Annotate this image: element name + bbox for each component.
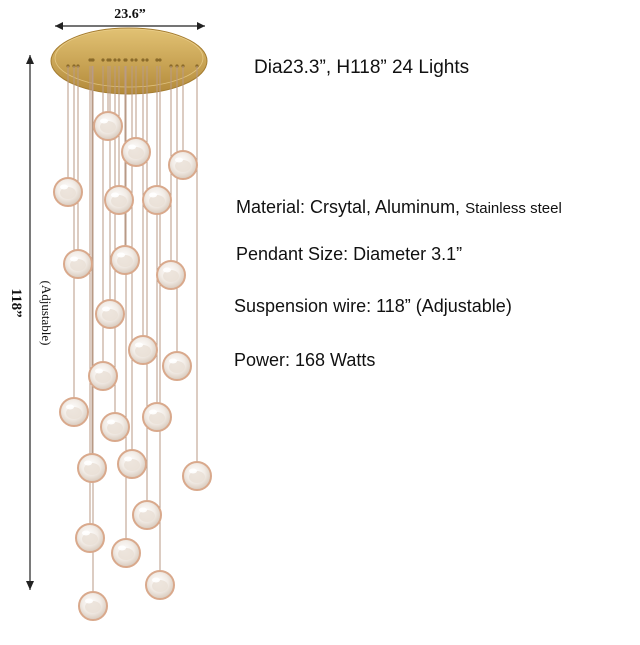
crystal-pendant: [110, 245, 140, 275]
height-dimension: 118” (Adjustable): [8, 55, 54, 590]
crystal-pendant: [156, 260, 186, 290]
spec-material-main: Material: Crsytal, Aluminum,: [236, 197, 466, 217]
crystal-pendant: [63, 249, 93, 279]
canopy-hole: [117, 58, 121, 62]
adjustable-label: (Adjustable): [39, 281, 54, 346]
canopy-hole: [145, 58, 149, 62]
crystal-pendant: [182, 461, 212, 491]
canopy-hole: [91, 58, 95, 62]
crystal-pendant: [77, 453, 107, 483]
crystal-pendant: [95, 299, 125, 329]
canopy-hole: [141, 58, 145, 62]
canopy-hole: [124, 58, 128, 62]
height-arrow-bottom: [26, 581, 34, 590]
crystal-pendant: [53, 177, 83, 207]
crystal-pendant: [132, 500, 162, 530]
spec-pendant-size: Pendant Size: Diameter 3.1”: [236, 244, 463, 264]
canopy-hole: [158, 58, 162, 62]
crystal-pendant: [128, 335, 158, 365]
height-label: 118”: [8, 288, 24, 317]
crystal-pendant: [78, 591, 108, 621]
spec-material: Material: Crsytal, Aluminum, Stainless s…: [236, 197, 562, 218]
crystal-pendant: [104, 185, 134, 215]
canopy-wire-holes: [66, 58, 199, 68]
crystal-pendants: [53, 111, 212, 621]
crystal-pendant: [111, 538, 141, 568]
canopy-hole: [130, 58, 134, 62]
crystal-pendant: [93, 111, 123, 141]
canopy-hole: [88, 58, 92, 62]
crystal-pendant: [145, 570, 175, 600]
width-dimension: 23.6”: [55, 7, 205, 30]
canopy-hole: [108, 58, 112, 62]
width-arrow-left: [55, 22, 63, 30]
crystal-pendant: [75, 523, 105, 553]
crystal-pendant: [168, 150, 198, 180]
canopy-hole: [155, 58, 159, 62]
canopy-hole: [101, 58, 105, 62]
dimensions-headline: Dia23.3”, H118” 24 Lights: [254, 57, 470, 78]
spec-suspension-wire: Suspension wire: 118” (Adjustable): [234, 296, 512, 316]
crystal-pendant: [117, 449, 147, 479]
crystal-pendant: [88, 361, 118, 391]
width-arrow-right: [197, 22, 205, 30]
crystal-pendant: [100, 412, 130, 442]
crystal-pendant: [121, 137, 151, 167]
height-arrow-top: [26, 55, 34, 64]
crystal-pendant: [142, 402, 172, 432]
canopy-hole: [134, 58, 138, 62]
canopy-hole: [113, 58, 117, 62]
crystal-pendant: [162, 351, 192, 381]
spec-power: Power: 168 Watts: [234, 350, 376, 370]
crystal-pendant: [59, 397, 89, 427]
spec-material-extra: Stainless steel: [465, 200, 562, 217]
crystal-pendant: [142, 185, 172, 215]
width-label: 23.6”: [114, 7, 146, 22]
